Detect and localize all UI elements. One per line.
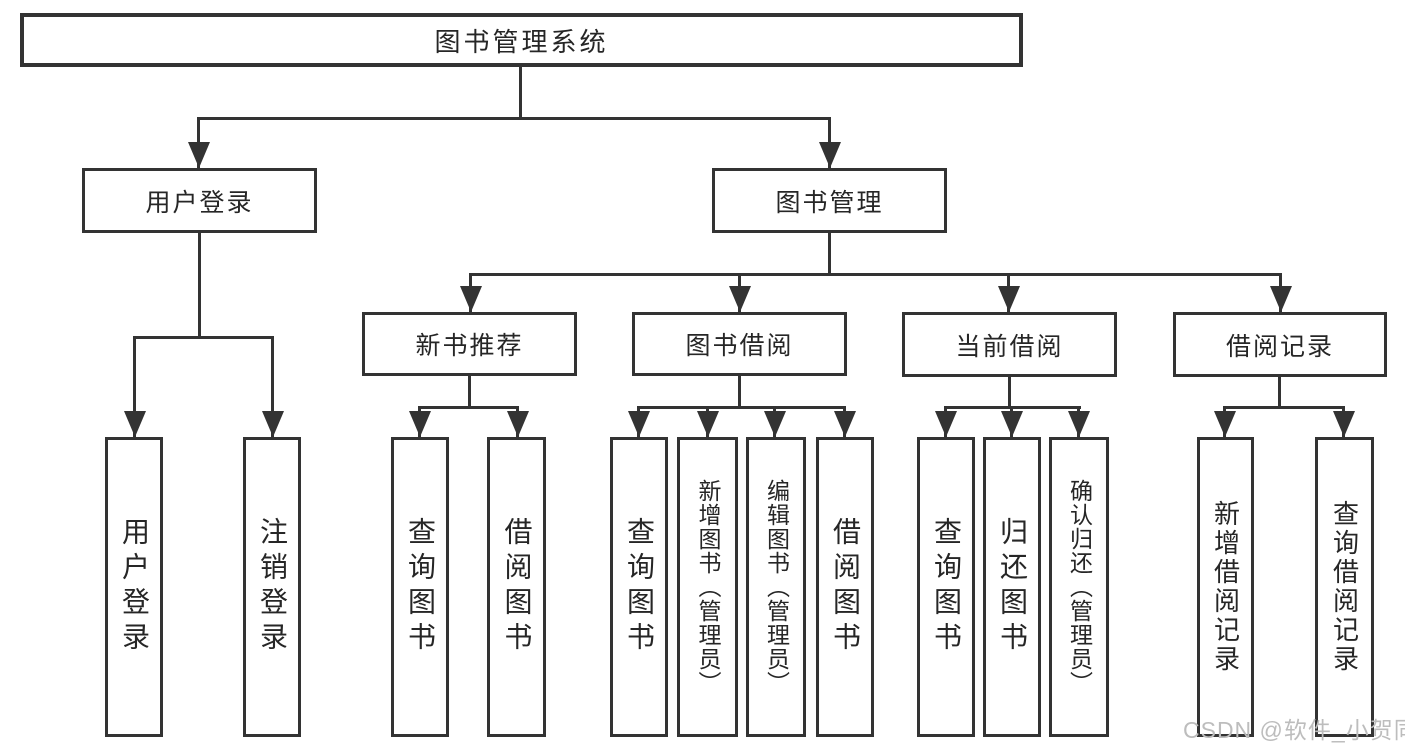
- node-library-management-system: 图书管理系统: [20, 13, 1023, 67]
- leaf-cb-query-books-label: 查询图书: [931, 517, 962, 657]
- node-current-borrow: 当前借阅: [902, 312, 1117, 377]
- edge-new-books-branch: [418, 406, 519, 409]
- arrowhead-nb-borrow: [507, 411, 529, 437]
- leaf-bb-add-books-admin-label: 新增图书（管理员）: [695, 479, 721, 695]
- edge-book-borrow-stem: [738, 376, 741, 406]
- leaf-br-query-record: 查询借阅记录: [1315, 437, 1374, 737]
- leaf-bb-query-books-label: 查询图书: [624, 517, 655, 657]
- edge-book-borrow-branch: [637, 406, 846, 409]
- edge-borrow-records-branch: [1223, 406, 1345, 409]
- arrowhead-cb-confirm: [1068, 411, 1090, 437]
- leaf-bb-query-books: 查询图书: [610, 437, 668, 737]
- arrowhead-bb-edit: [764, 411, 786, 437]
- csdn-watermark: CSDN @软件_小贺同学: [1183, 717, 1405, 743]
- edge-borrow-records-stem: [1278, 376, 1281, 406]
- arrowhead-cb-query: [935, 411, 957, 437]
- arrowhead-bb-add: [697, 411, 719, 437]
- node-user-login: 用户登录: [82, 168, 317, 233]
- arrowhead-br-add: [1214, 411, 1236, 437]
- leaf-bb-edit-books-admin: 编辑图书（管理员）: [746, 437, 806, 737]
- edge-book-mgmt-branch: [469, 273, 1282, 276]
- arrowhead-current-borrow: [998, 286, 1020, 312]
- leaf-nb-borrow-books: 借阅图书: [487, 437, 546, 737]
- leaf-cb-return-books-label: 归还图书: [997, 517, 1028, 657]
- arrowhead-bb-borrow: [834, 411, 856, 437]
- leaf-cb-confirm-return-admin-label: 确认归还（管理员）: [1066, 479, 1093, 695]
- leaf-bb-add-books-admin: 新增图书（管理员）: [677, 437, 738, 737]
- leaf-cb-confirm-return-admin: 确认归还（管理员）: [1049, 437, 1109, 737]
- leaf-nb-query-books-label: 查询图书: [405, 517, 436, 657]
- arrowhead-leaf-login: [124, 411, 146, 437]
- leaf-nb-borrow-books-label: 借阅图书: [501, 517, 533, 657]
- leaf-nb-query-books: 查询图书: [391, 437, 449, 737]
- leaf-br-query-record-label: 查询借阅记录: [1329, 500, 1360, 674]
- arrowhead-book-borrow: [729, 286, 751, 312]
- arrowhead-nb-query: [409, 411, 431, 437]
- leaf-logout-label: 注销登录: [257, 517, 288, 657]
- edge-new-books-stem: [468, 376, 471, 406]
- arrowhead-new-books: [460, 286, 482, 312]
- leaf-user-login-label: 用户登录: [119, 517, 150, 657]
- arrowhead-user-login: [188, 142, 210, 168]
- node-new-book-recommend: 新书推荐: [362, 312, 577, 376]
- edge-to-leaf-logout: [271, 336, 274, 437]
- node-book-borrow: 图书借阅: [632, 312, 847, 376]
- arrowhead-book-mgmt: [819, 142, 841, 168]
- leaf-bb-borrow-books-label: 借阅图书: [830, 517, 861, 657]
- edge-to-leaf-login: [133, 336, 136, 437]
- arrowhead-leaf-logout: [262, 411, 284, 437]
- arrowhead-cb-return: [1001, 411, 1023, 437]
- leaf-logout: 注销登录: [243, 437, 301, 737]
- leaf-br-add-record-label: 新增借阅记录: [1210, 500, 1241, 674]
- node-book-management: 图书管理: [712, 168, 947, 233]
- edge-root-branch: [197, 117, 831, 120]
- edge-user-login-stem: [198, 233, 201, 336]
- edge-user-login-branch: [133, 336, 274, 339]
- leaf-cb-query-books: 查询图书: [917, 437, 975, 737]
- leaf-cb-return-books: 归还图书: [983, 437, 1041, 737]
- node-borrow-records: 借阅记录: [1173, 312, 1387, 377]
- leaf-bb-borrow-books: 借阅图书: [816, 437, 874, 737]
- arrowhead-borrow-records: [1270, 286, 1292, 312]
- leaf-br-add-record: 新增借阅记录: [1197, 437, 1254, 737]
- edge-root-stem: [519, 67, 522, 117]
- leaf-bb-edit-books-admin-label: 编辑图书（管理员）: [763, 479, 790, 695]
- leaf-user-login: 用户登录: [105, 437, 163, 737]
- arrowhead-bb-query: [628, 411, 650, 437]
- edge-book-mgmt-stem: [828, 233, 831, 273]
- arrowhead-br-query: [1333, 411, 1355, 437]
- edge-current-borrow-stem: [1008, 376, 1011, 406]
